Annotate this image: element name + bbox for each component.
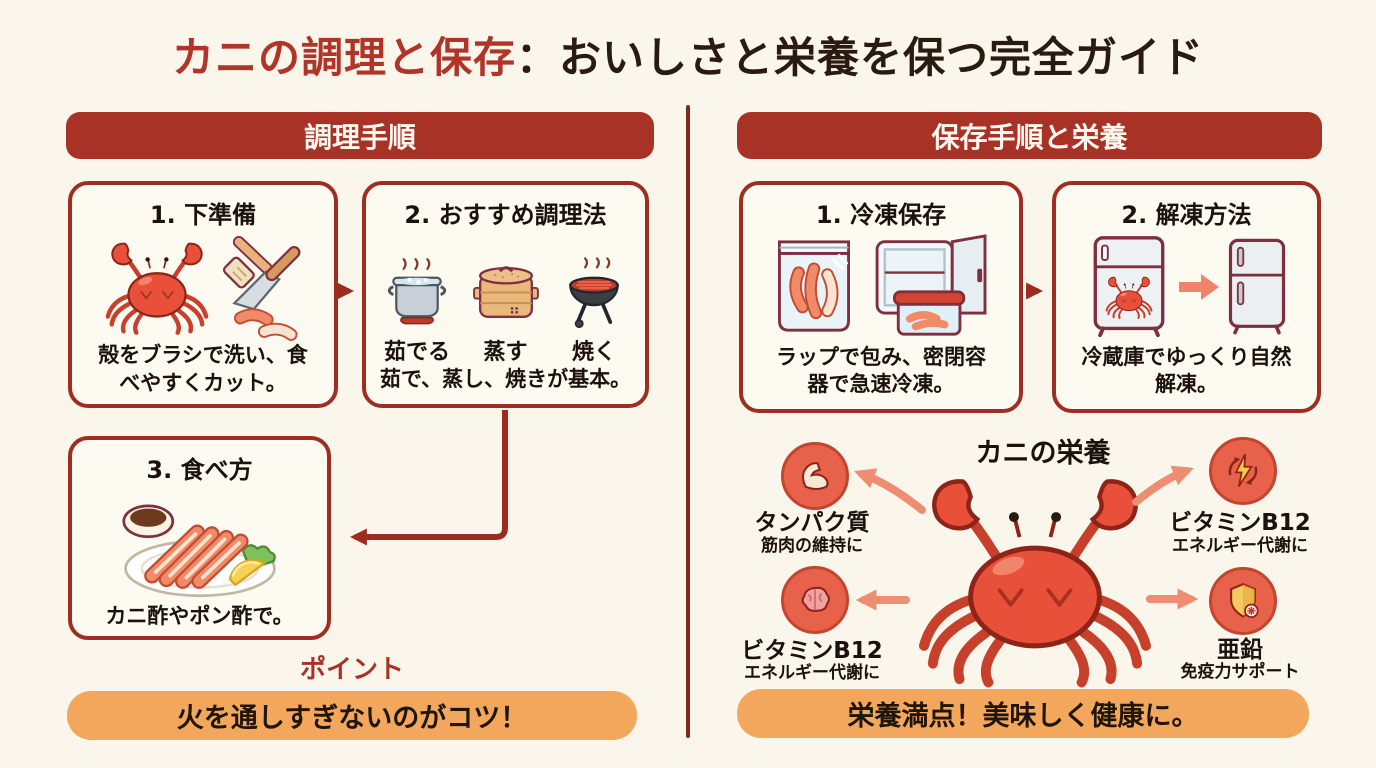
crab-plate-icon: [121, 504, 276, 598]
nutrient-name: 亜鉛: [1217, 637, 1263, 663]
step-caption: ラップで包み、密閉容器で急速冷凍。: [776, 344, 986, 397]
step-box-eating: 3. 食べ方 カニ酢やポン酢で。: [68, 436, 331, 640]
step-caption: 茹で、蒸し、焼きが基本。: [379, 367, 632, 392]
method-label: 焼く: [571, 340, 616, 366]
steamer-icon: [472, 266, 539, 319]
energy-cycle-icon: [1228, 453, 1258, 487]
title-highlight: カニの調理と保存: [171, 33, 516, 82]
nutrient-desc: 筋肉の維持に: [761, 536, 863, 556]
nutrient-desc: エネルギー代謝に: [1172, 536, 1308, 556]
thaw-icons: [1064, 230, 1309, 344]
fridge-icon: [1228, 238, 1285, 335]
boiling-pot-icon: [387, 258, 447, 325]
nutrition-title: カニの栄養: [975, 438, 1111, 469]
grill-icon: [569, 257, 619, 329]
step-title: 3. 食べ方: [146, 456, 253, 484]
nutrient-circle-b12-brain: [781, 566, 849, 634]
brush-and-knife-icon: [222, 235, 301, 341]
nutrient-name: ビタミンB12: [741, 638, 883, 664]
open-freezer-icon: [875, 233, 987, 336]
arrow-right-icon: [1178, 273, 1219, 300]
method-grill: 焼く: [557, 256, 631, 366]
step-box-thawing: 2. 解凍方法 冷蔵庫でゆっくり自然解凍。: [1052, 181, 1321, 413]
step-box-preparation: 1. 下準備 殻をブラシで洗い、食べやすくカット。: [68, 181, 338, 408]
step-caption: 殻をブラシで洗い、食べやすくカット。: [98, 343, 308, 395]
ziplock-bag-icon: [778, 240, 850, 332]
step-title: 2. おすすめ調理法: [404, 201, 607, 229]
page-title: カニの調理と保存：おいしさと栄養を保つ完全ガイド: [0, 24, 1376, 85]
step-title: 2. 解凍方法: [1121, 201, 1252, 229]
title-rest: ：おいしさと栄養を保つ完全ガイド: [516, 33, 1205, 82]
cooking-methods: 茹でる 蒸す: [374, 230, 637, 366]
step3-icons: [80, 485, 319, 603]
step1-icons: [80, 230, 326, 342]
step-caption: カニ酢やポン酢で。: [105, 604, 294, 628]
column-divider: [686, 105, 690, 738]
point-label: ポイント: [299, 655, 404, 685]
nutrient-circle-protein: [781, 442, 849, 510]
step-box-cooking-methods: 2. おすすめ調理法 茹でる: [362, 181, 649, 408]
left-column-header: 調理手順: [66, 112, 654, 159]
method-steam: 蒸す: [468, 256, 544, 366]
step-title: 1. 冷凍保存: [815, 201, 947, 229]
step-title: 1. 下準備: [149, 201, 257, 229]
right-tip-banner: 栄養満点！美味しく健康に。: [737, 689, 1309, 738]
shield-icon: [1230, 583, 1259, 618]
step-caption: 冷蔵庫でゆっくり自然解凍。: [1081, 344, 1292, 397]
nutrient-name: タンパク質: [754, 510, 870, 536]
method-label: 蒸す: [483, 340, 528, 366]
nutrient-desc: エネルギー代謝に: [744, 663, 880, 683]
nutrient-name: ビタミンB12: [1169, 510, 1311, 536]
nutrient-circle-b12-energy: [1209, 437, 1277, 505]
brain-icon: [801, 586, 830, 612]
fridge-with-crab-icon: [1093, 235, 1164, 337]
muscle-icon: [802, 462, 829, 490]
method-boil: 茹でる: [380, 256, 454, 366]
freeze-icons: [751, 230, 1011, 344]
nutrient-desc: 免疫力サポート: [1180, 662, 1300, 682]
elbow-step2-to-step3: [349, 410, 508, 546]
left-tip-banner: 火を通しすぎないのがコツ！: [67, 691, 637, 740]
nutrient-circle-zinc: [1209, 567, 1277, 635]
crab-icon: [98, 236, 216, 336]
right-column-header: 保存手順と栄養: [737, 112, 1322, 159]
step-box-freezing: 1. 冷凍保存: [739, 181, 1023, 413]
method-label: 茹でる: [383, 340, 450, 366]
